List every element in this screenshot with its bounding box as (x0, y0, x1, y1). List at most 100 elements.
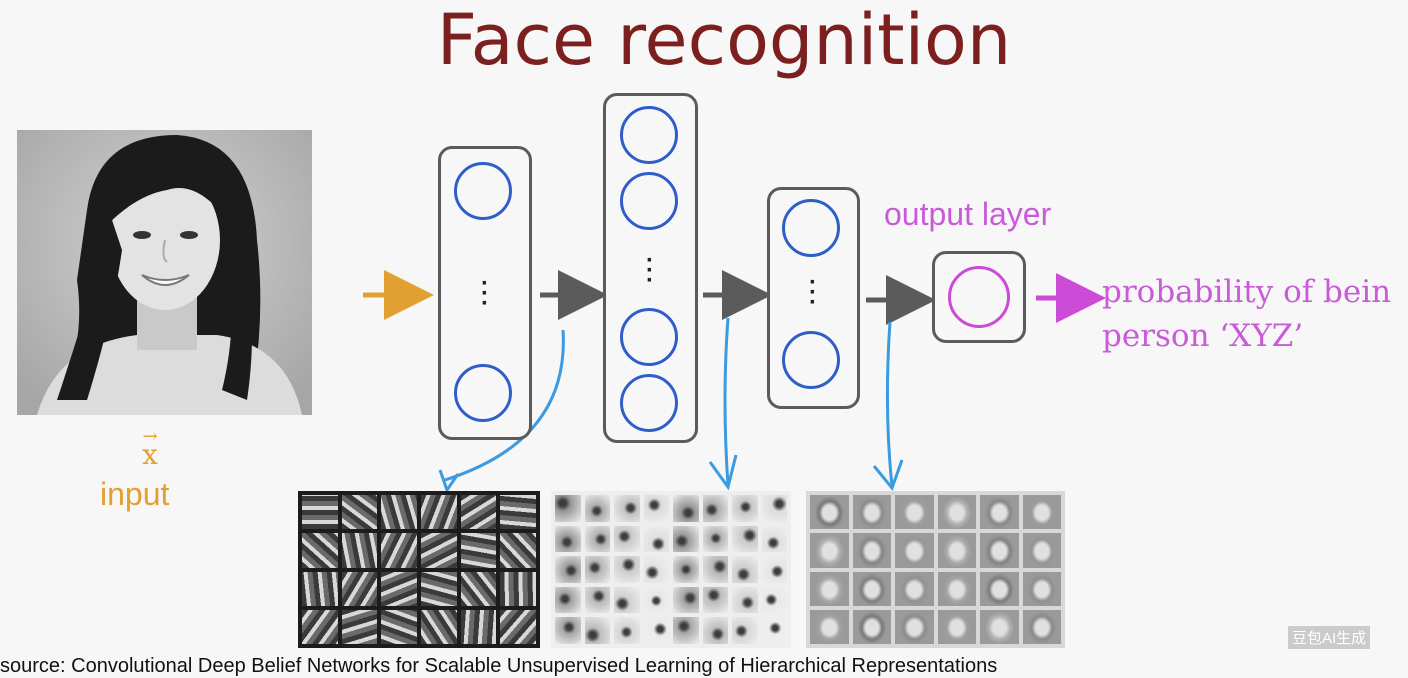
feature-cell (761, 495, 787, 522)
probability-line-2: person ‘XYZ’ (1102, 318, 1304, 354)
feature-cell (500, 571, 536, 606)
feature-cell (614, 556, 640, 583)
feature-cell (555, 556, 581, 583)
feature-cell (761, 617, 787, 644)
feature-cell (341, 571, 378, 606)
feature-cell (732, 556, 758, 583)
feature-cell (614, 617, 640, 644)
face-illustration (17, 130, 312, 415)
feature-cell (702, 525, 728, 553)
neuron (620, 308, 678, 366)
input-face-photo (17, 130, 312, 415)
feature-cell (980, 609, 1019, 644)
feature-cell (852, 609, 891, 644)
feature-cell (555, 525, 581, 553)
neuron (620, 172, 678, 230)
feature-cell (614, 495, 640, 522)
feature-cell (980, 533, 1019, 568)
feature-cell (614, 586, 640, 614)
feature-cell (761, 525, 787, 553)
feature-cell (302, 533, 338, 568)
feature-cell (732, 617, 758, 644)
hidden-layer-2: ··· (603, 93, 698, 443)
feature-cell (643, 586, 669, 614)
feature-cell (980, 571, 1019, 606)
feature-cell (421, 533, 457, 568)
feature-cell (381, 495, 417, 530)
edge-feature-grid (298, 491, 540, 648)
feature-cell (937, 495, 976, 530)
hidden-layer-1: ··· (438, 146, 532, 440)
whole-face-feature-grid (806, 491, 1065, 648)
output-layer-label: output layer (884, 196, 1052, 232)
probability-text: probability of bein person ‘XYZ’ (1102, 270, 1408, 358)
feature-cell (500, 609, 536, 644)
feature-cell (895, 571, 934, 606)
feature-cell (421, 495, 457, 530)
feature-cell (460, 495, 497, 530)
feature-cell (341, 609, 378, 644)
feature-cell (937, 609, 976, 644)
feature-cell (555, 495, 581, 522)
feature-cell (673, 495, 699, 522)
feature-cell (810, 533, 849, 568)
feature-cell (810, 609, 849, 644)
feature-cell (584, 586, 610, 614)
neuron (782, 331, 840, 389)
feature-cell (643, 556, 669, 583)
source-citation: source: Convolutional Deep Belief Networ… (0, 655, 998, 677)
feature-cell (643, 495, 669, 522)
feature-cell (980, 495, 1019, 530)
neuron (620, 374, 678, 432)
feature-cell (732, 525, 758, 553)
feature-cell (937, 571, 976, 606)
feature-cell (460, 571, 497, 606)
feature-cell (702, 495, 728, 522)
feature-cell (1022, 609, 1061, 644)
feature-cell (555, 586, 581, 614)
feature-cell (584, 556, 610, 583)
feature-cell (614, 525, 640, 553)
feature-cell (584, 617, 610, 644)
feature-cell (421, 571, 457, 606)
feature-cell (702, 617, 728, 644)
feature-cell (302, 609, 338, 644)
output-layer (932, 251, 1026, 343)
feature-cell (500, 495, 536, 530)
feature-cell (643, 525, 669, 553)
vector-arrow-icon: → (142, 426, 158, 447)
feature-cell (381, 571, 417, 606)
feature-cell (895, 495, 934, 530)
feature-cell (852, 571, 891, 606)
feature-cell (673, 617, 699, 644)
feature-cell (761, 556, 787, 583)
output-neuron (948, 266, 1010, 328)
input-vector-symbol: x (142, 438, 158, 471)
neuron (454, 162, 512, 220)
feature-cell (1022, 533, 1061, 568)
feature-arrow-3 (885, 321, 894, 487)
hidden-layer-3: ··· (767, 187, 860, 409)
feature-cell (673, 586, 699, 614)
ellipsis-dots-icon: ··· (809, 269, 817, 316)
feature-arrow-2 (723, 317, 730, 486)
feature-cell (302, 495, 338, 530)
feature-cell (555, 617, 581, 644)
feature-cell (810, 571, 849, 606)
feature-cell (937, 533, 976, 568)
feature-cell (421, 609, 457, 644)
feature-cell (341, 495, 378, 530)
feature-cell (460, 533, 497, 568)
feature-cell (673, 556, 699, 583)
feature-cell (381, 609, 417, 644)
feature-cell (702, 556, 728, 583)
input-label: input (100, 476, 170, 512)
feature-cell (810, 495, 849, 530)
input-vector-label: → x (130, 428, 170, 472)
slide-title: Face recognition (436, 0, 1012, 81)
feature-cell (895, 609, 934, 644)
feature-cell (381, 533, 417, 568)
probability-line-1: probability of bein (1102, 274, 1392, 310)
feature-cell (500, 533, 536, 568)
feature-cell (852, 533, 891, 568)
